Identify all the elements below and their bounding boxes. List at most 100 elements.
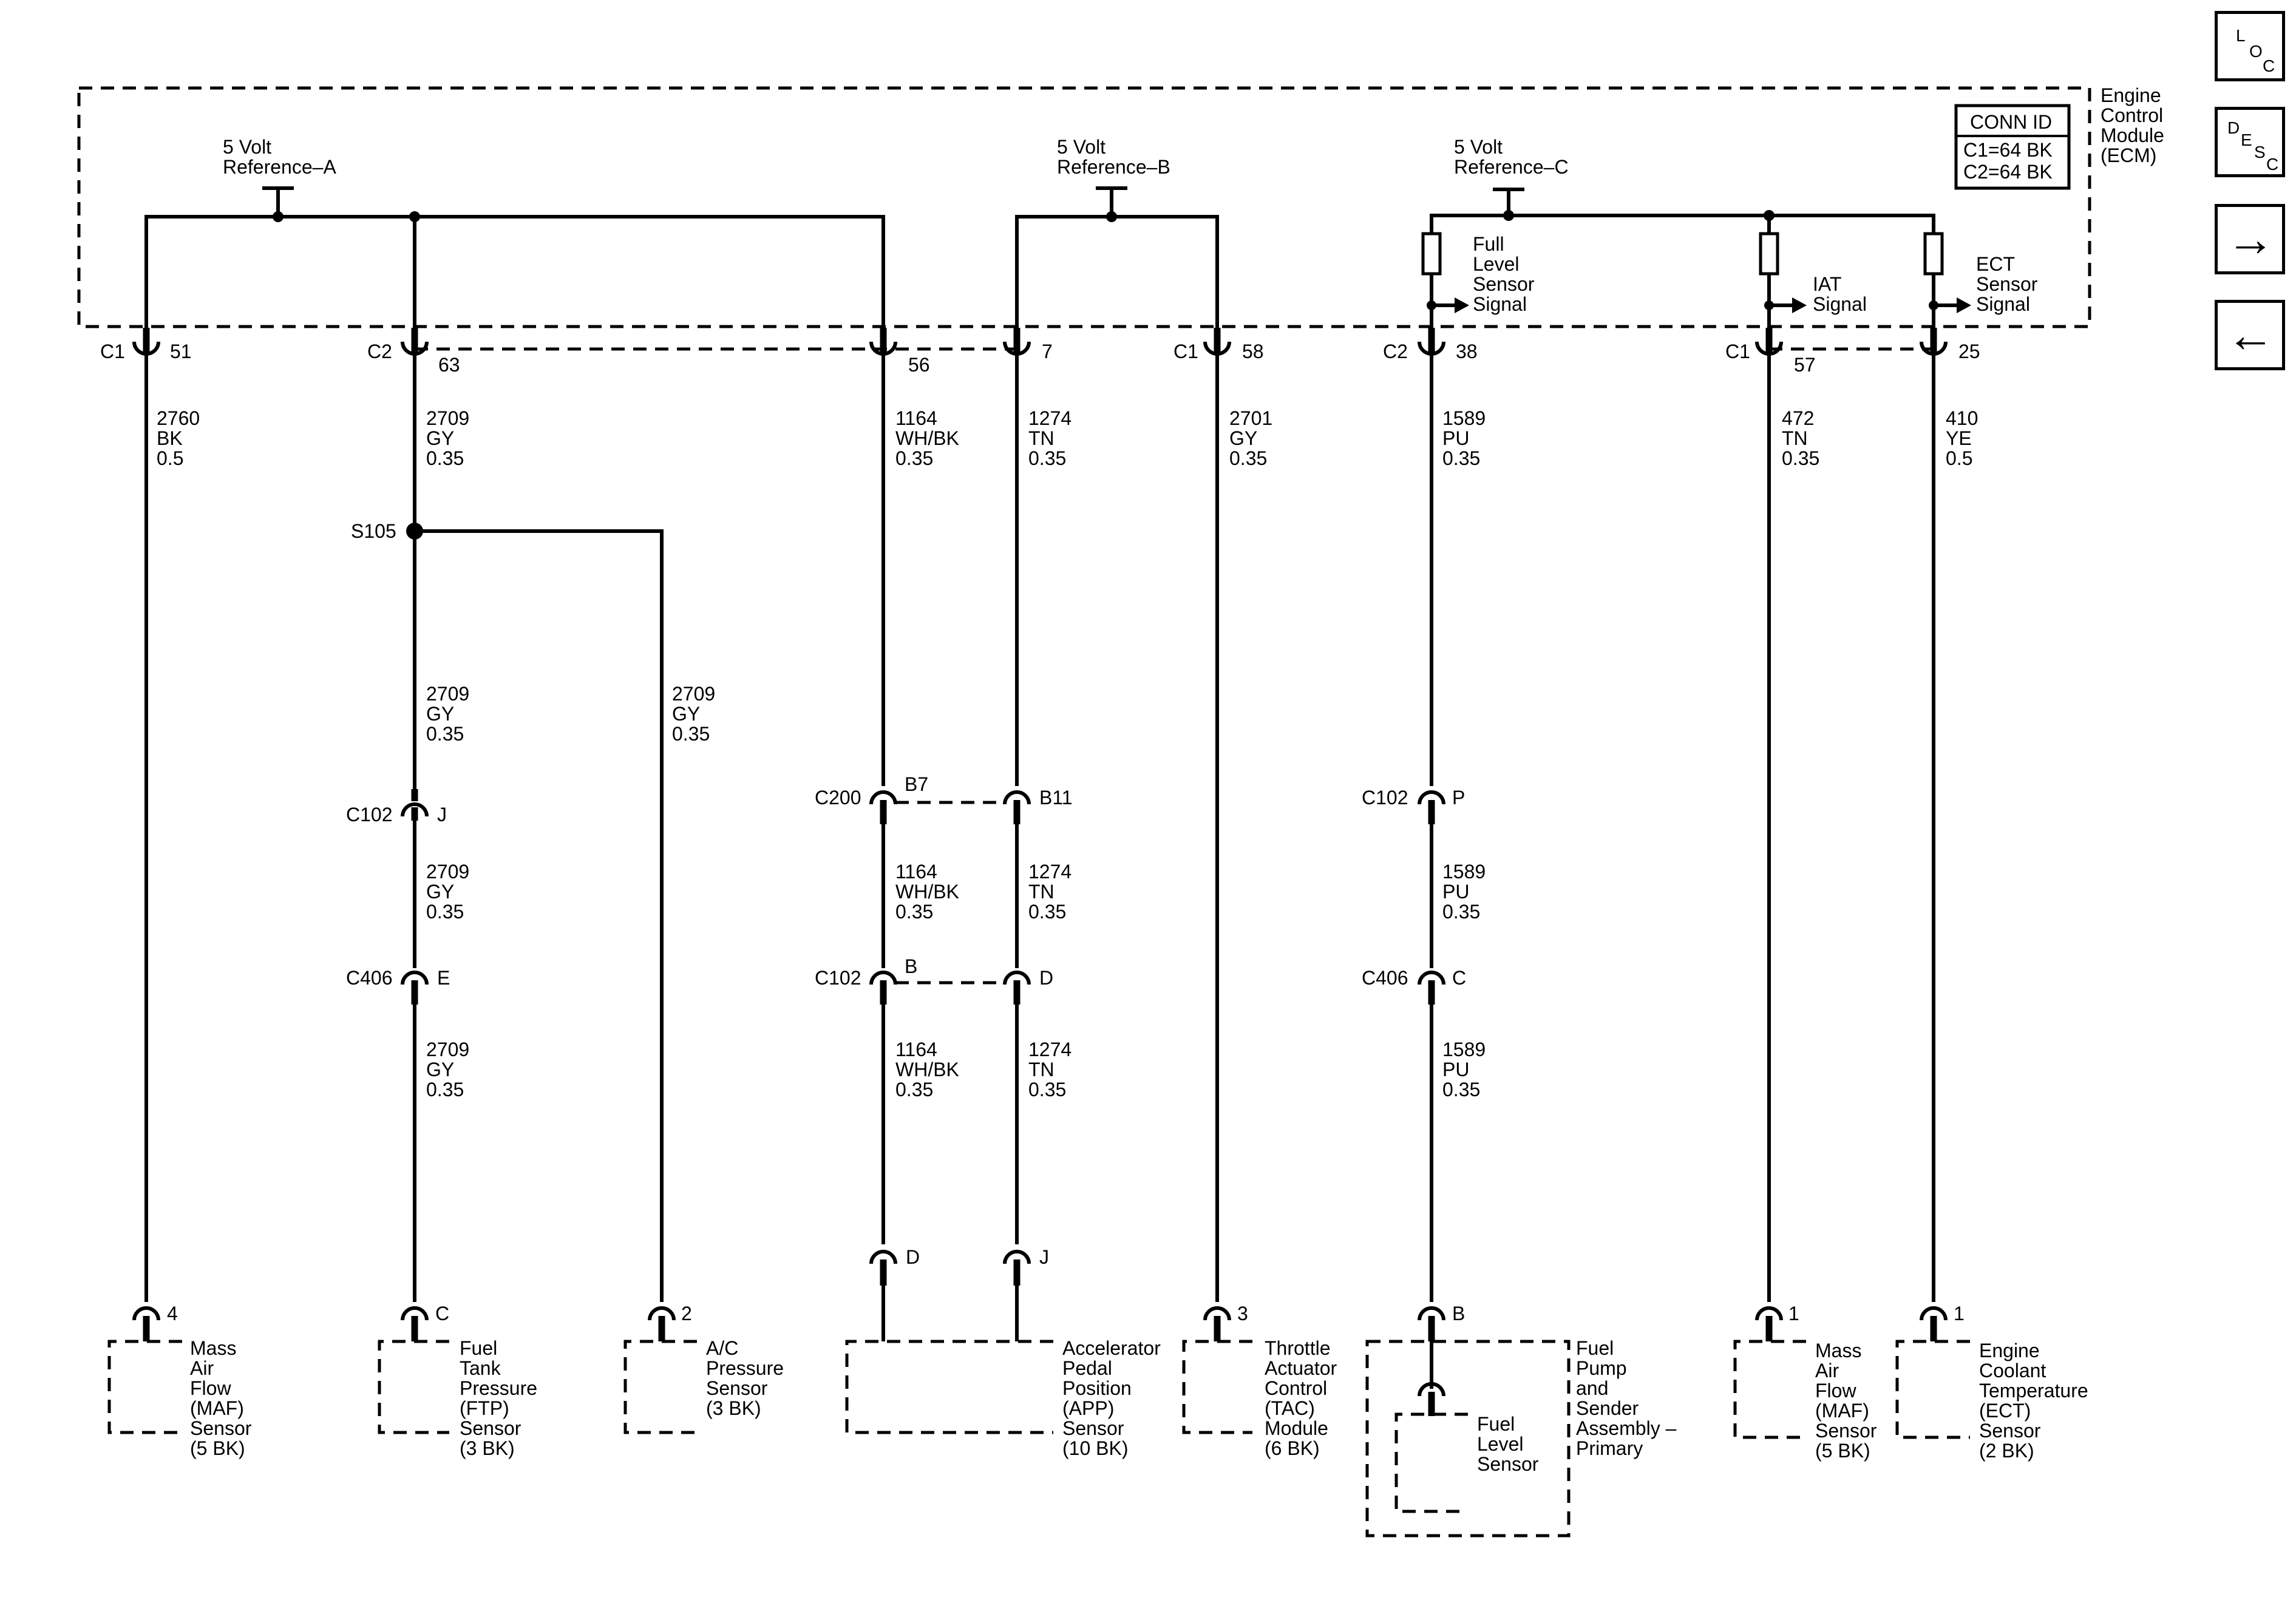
desc-letter: D [2227, 118, 2240, 137]
component-pin: B [1452, 1303, 1465, 1324]
ecm-pin-number: 56 [908, 354, 930, 376]
desc-letter: E [2241, 131, 2252, 149]
component-pin: 2 [681, 1303, 692, 1324]
connector-pin: B11 [1039, 787, 1073, 808]
component-pin: 1 [1788, 1303, 1799, 1324]
connector-label: C200 [815, 787, 861, 808]
connector-label: C102 [1362, 787, 1408, 808]
component-connectors [132, 1306, 1948, 1341]
fuel-level-sensor-box [1394, 1412, 1468, 1513]
connector-pin: B [905, 955, 917, 977]
ftp-sensor-box [378, 1340, 449, 1434]
back-button[interactable]: ← [2215, 300, 2285, 370]
connector-pin: J [437, 804, 447, 825]
conn-id-box: CONN ID C1=64 BK C2=64 BK [1954, 104, 2071, 190]
ecm-pin-number: 57 [1794, 354, 1816, 376]
fuel-pump-assembly-box [1365, 1340, 1571, 1537]
connector-label: C102 [815, 967, 861, 989]
reference-a-label: 5 Volt Reference–A [223, 136, 336, 178]
inline-connector-c406-c [1418, 971, 1445, 1005]
connector-pin: B7 [905, 773, 928, 795]
full-level-signal-label: Full Level Sensor Signal [1473, 233, 1540, 315]
loc-letter: L [2236, 26, 2246, 45]
desc-letter: C [2266, 155, 2279, 174]
inline-connector-c200 [869, 790, 1031, 824]
component-pin: 3 [1237, 1303, 1248, 1324]
ect-sensor-box [1895, 1340, 1970, 1439]
connector-pin: D [1039, 967, 1053, 989]
tac-module-box [1182, 1340, 1252, 1434]
inline-connector-c406-e [401, 971, 429, 1005]
reference-b-label: 5 Volt Reference–B [1057, 136, 1170, 178]
app-connectors [869, 1250, 1031, 1341]
desc-letter: S [2254, 143, 2266, 161]
ecm-pin-number: 63 [438, 354, 460, 376]
loc-button[interactable]: L O C [2215, 11, 2285, 81]
ecm-pin-conn: C1 [1725, 341, 1750, 362]
component-pin: 1 [1954, 1303, 1965, 1324]
connector-pin: P [1452, 787, 1465, 808]
ecm-boundary [77, 86, 2091, 328]
iat-signal-label: IAT Signal [1813, 273, 1867, 315]
loc-letter: O [2249, 42, 2263, 61]
forward-arrow-icon: → [2226, 212, 2275, 266]
module-label: Engine Control Module (ECM) [2101, 84, 2170, 166]
ecm-pin-number: 7 [1042, 341, 1053, 362]
signal-arrows [1427, 297, 1971, 313]
resistor [1421, 232, 1442, 276]
desc-button[interactable]: D E S C [2215, 107, 2285, 177]
ecm-pin-number: 25 [1958, 341, 1980, 362]
splice-label: S105 [351, 520, 396, 542]
connector-label: C406 [1362, 967, 1408, 989]
maf-sensor-box [107, 1340, 182, 1434]
reference-c-bus: 5 Volt Reference–C [1421, 136, 1944, 328]
conn-id-line: C1=64 BK [1963, 139, 2053, 161]
splice-s105 [406, 523, 423, 540]
ecm-pin-conn: C2 [1383, 341, 1408, 362]
conn-id-line: C2=64 BK [1963, 161, 2053, 183]
inline-connector-c102-p [1418, 790, 1445, 824]
ecm-pin-conn: C1 [1173, 341, 1198, 362]
ecm-pin-number: 38 [1456, 341, 1478, 362]
connector-pin: C [1452, 967, 1466, 989]
inline-connector-c102-j [401, 789, 429, 821]
resistor [1923, 232, 1944, 276]
conn-id-title: CONN ID [1970, 111, 2052, 133]
component-pin: 4 [167, 1303, 178, 1324]
ac-pressure-sensor-box [623, 1340, 697, 1434]
inline-connector-c102-bd [869, 971, 1031, 1005]
ecm-connectors [132, 328, 1948, 356]
resistor [1759, 232, 1779, 276]
ecm-pin-conn: C2 [367, 341, 392, 362]
ecm-pin-conn: C1 [100, 341, 125, 362]
reference-a-bus: 5 Volt Reference–A [144, 136, 885, 328]
ect-signal-label: ECT Sensor Signal [1976, 253, 2043, 315]
back-arrow-icon: ← [2226, 308, 2275, 362]
component-pin: D [906, 1246, 920, 1268]
forward-button[interactable]: → [2215, 204, 2285, 274]
